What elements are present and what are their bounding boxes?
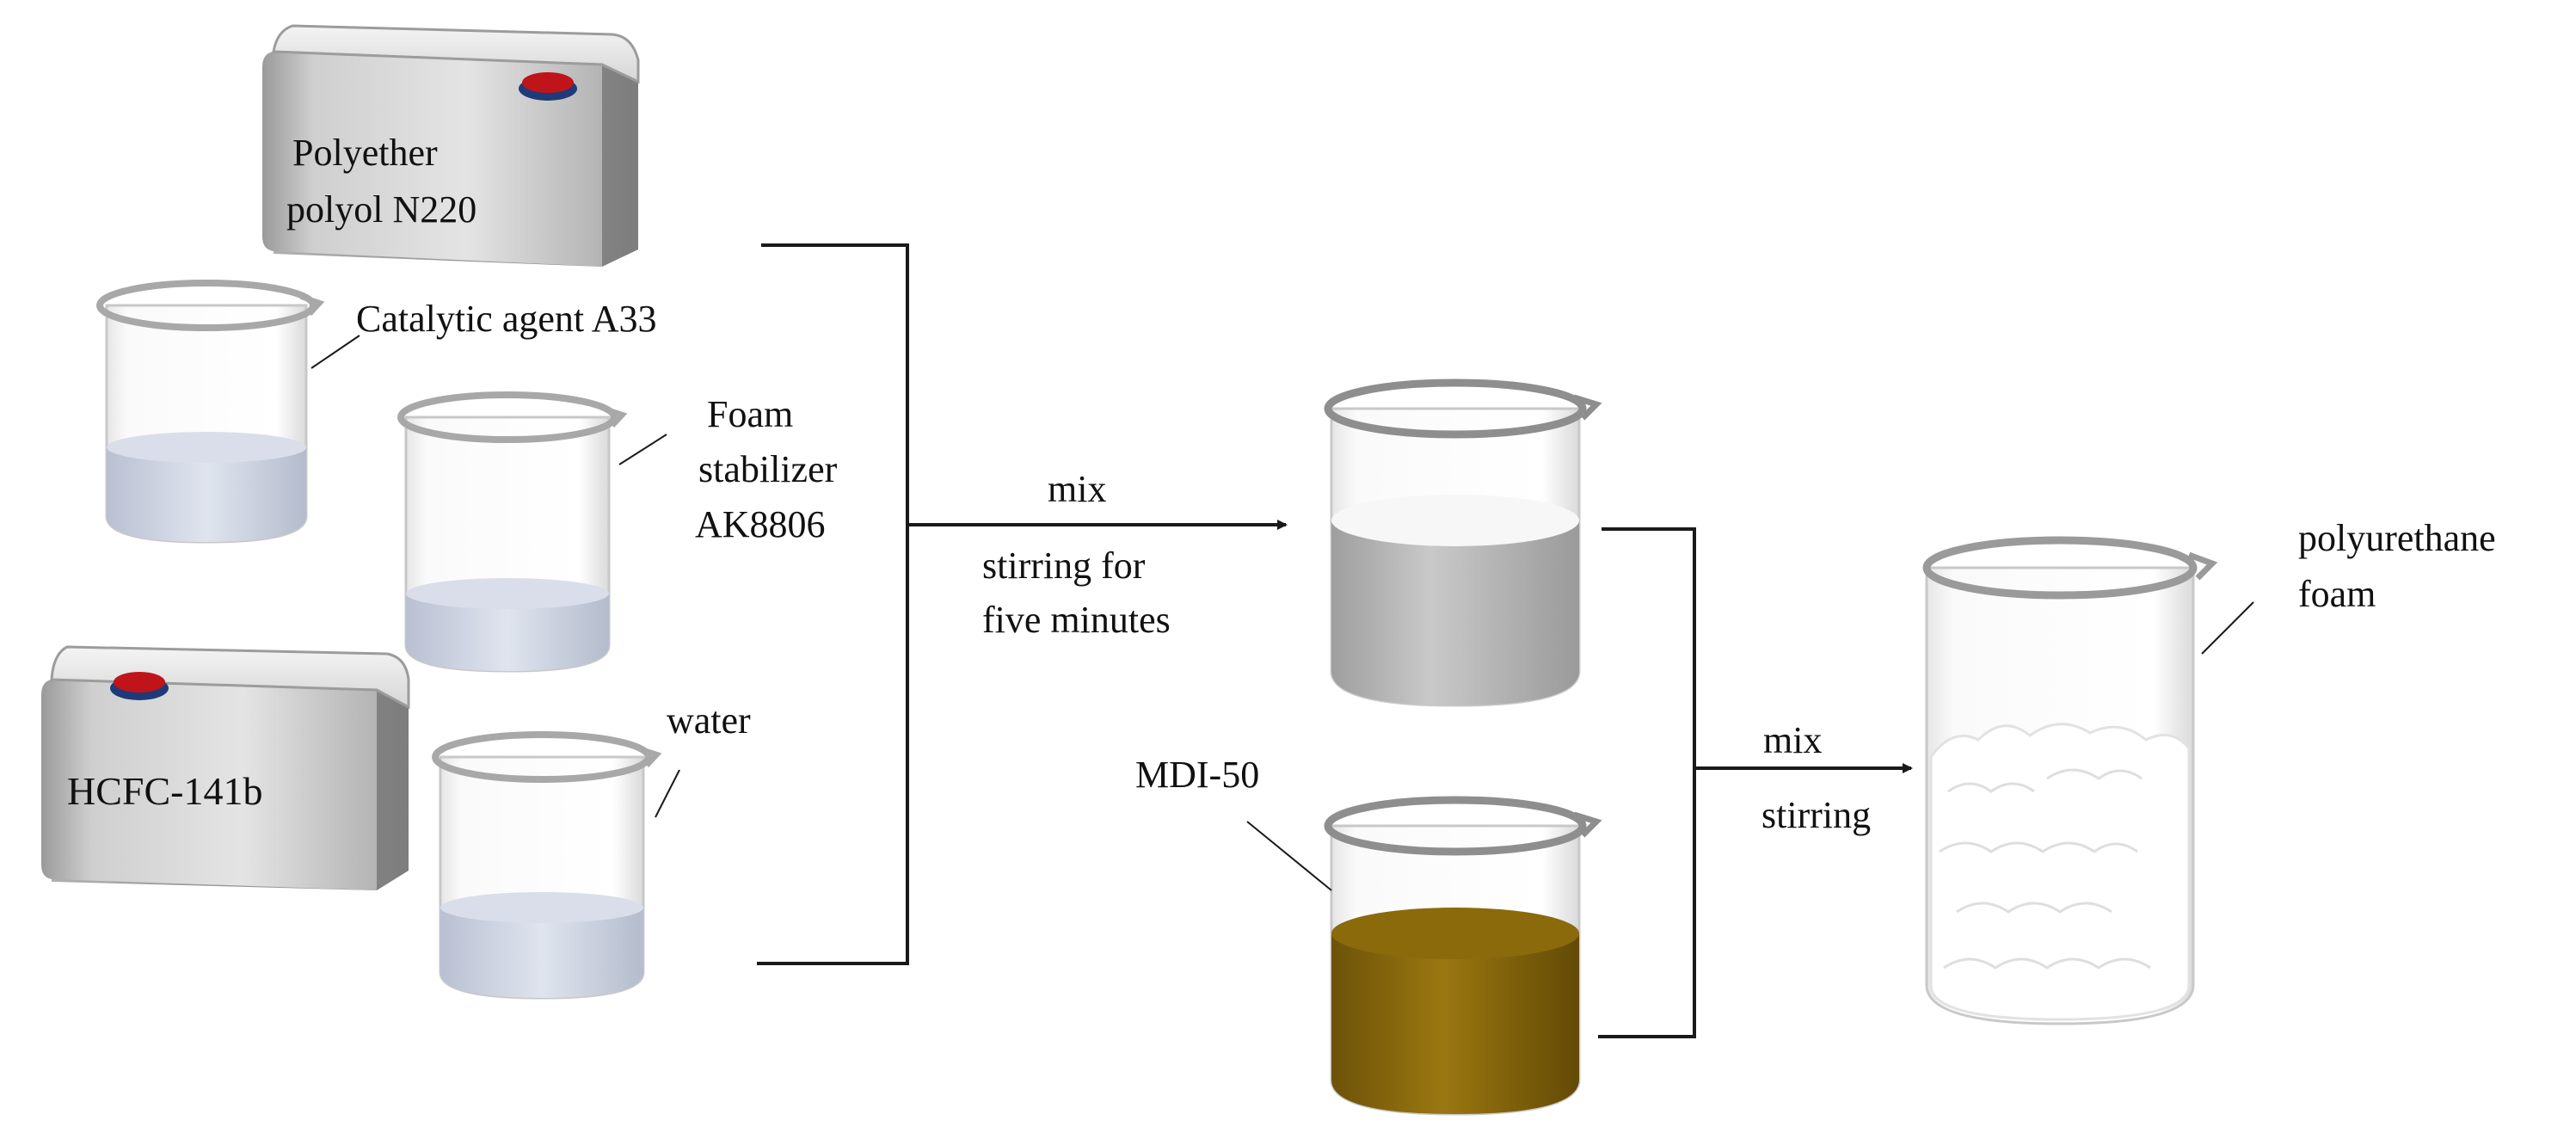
water-beaker [432,731,662,1000]
foam-leader [2201,601,2254,655]
polyol-can [262,24,640,267]
stirring-label-2: stirring [1761,794,1871,836]
stirring-label-1-line2: five minutes [982,599,1171,641]
catalyst-label: Catalytic agent A33 [356,298,656,340]
stirring-label-1-line1: stirring for [982,545,1146,587]
bracket-2 [1598,527,1696,1038]
bracket-1 [757,243,909,965]
foam-beaker [1922,536,2218,1025]
water-leader [655,769,680,818]
mix-label-2: mix [1763,719,1822,761]
catalyst-leader [310,335,360,369]
mdi-leader [1246,821,1332,891]
foam-label-line1: polyurethane [2298,517,2496,559]
stabilizer-beaker [397,391,628,673]
polyol-label-line2: polyol N220 [286,188,476,231]
foam-label-line2: foam [2298,573,2376,615]
stabilizer-label-line3: AK8806 [695,503,826,545]
mdi-label: MDI-50 [1135,754,1259,796]
mdi-beaker [1324,796,1602,1116]
hcfc-label: HCFC-141b [67,769,262,813]
stabilizer-label-line1: Foam [707,393,793,435]
stabilizer-leader [618,434,667,465]
stabilizer-label-line2: stabilizer [698,448,838,490]
water-label: water [667,699,751,742]
catalyst-beaker [96,280,325,544]
mixed-beaker [1324,379,1602,707]
mix-label-1: mix [1048,468,1106,510]
polyol-label-line1: Polyether [292,132,438,174]
hcfc-can [41,645,410,890]
